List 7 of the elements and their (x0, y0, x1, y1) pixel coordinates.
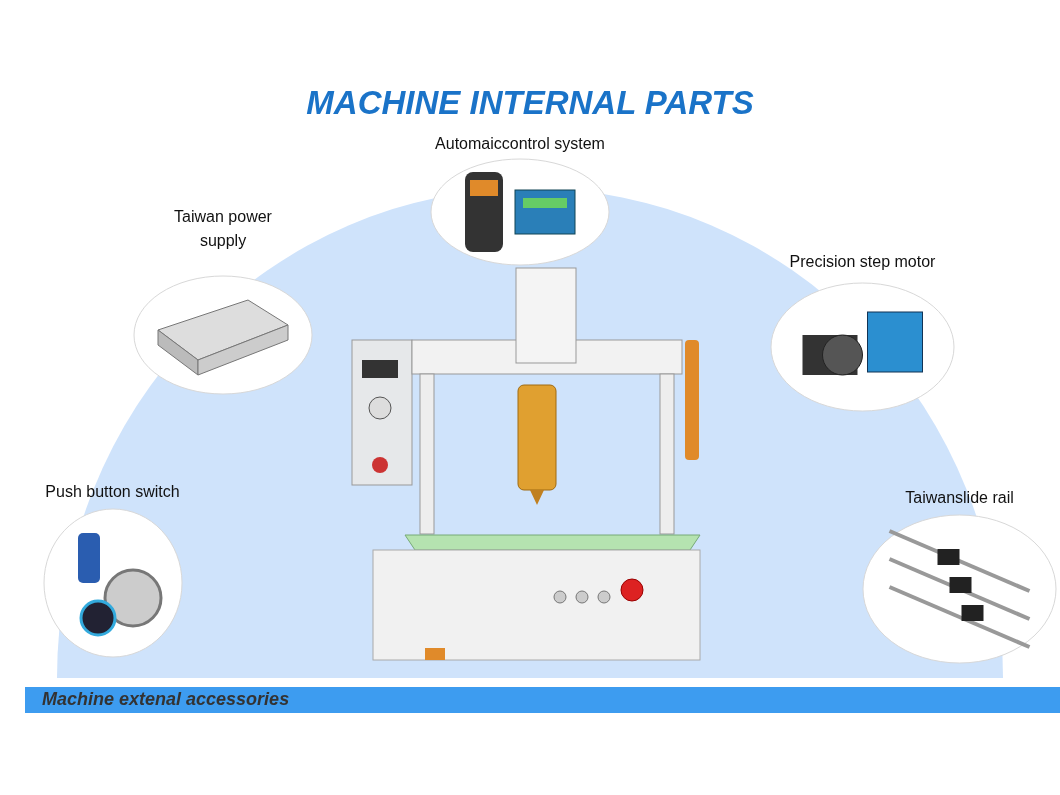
part-label: Taiwan power supply (173, 207, 273, 251)
part-label: Push button switch (45, 482, 180, 502)
part-label: Precision step motor (789, 252, 936, 272)
diagram-title: MACHINE INTERNAL PARTS (305, 84, 755, 122)
part-label: Taiwanslide rail (905, 488, 1014, 508)
part-label: Automaiccontrol system (435, 134, 605, 154)
banner-text: Machine extenal accessories (42, 689, 290, 710)
